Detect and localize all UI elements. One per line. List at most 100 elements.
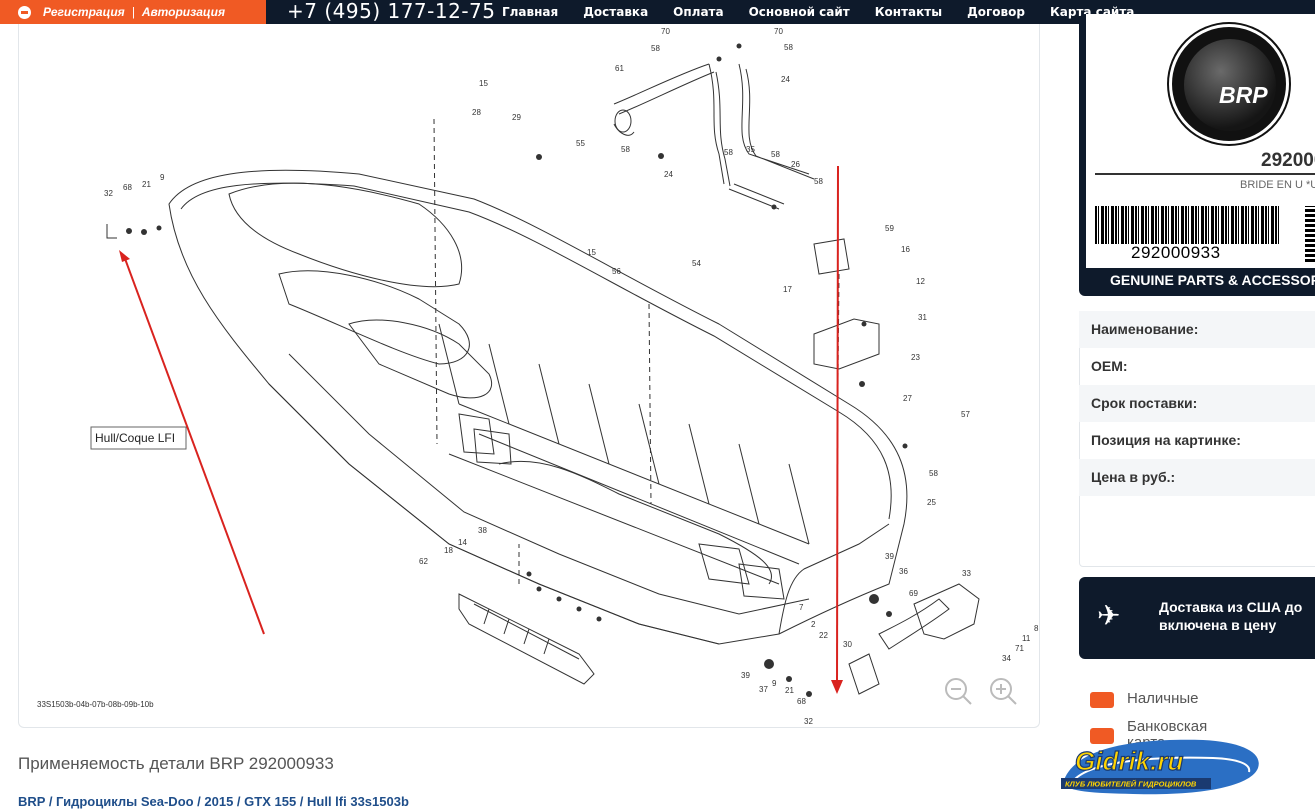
gidrik-brand: Gidrik.ru bbox=[1075, 746, 1183, 776]
svg-text:39: 39 bbox=[885, 552, 894, 561]
phone-number[interactable]: +7 (495) 177-12-75 bbox=[287, 0, 496, 23]
red-arrows bbox=[119, 165, 843, 694]
applicability-link[interactable]: BRP / Гидроциклы Sea-Doo / 2015 / GTX 15… bbox=[18, 794, 409, 809]
svg-text:57: 57 bbox=[961, 410, 970, 419]
properties-table bbox=[1079, 311, 1315, 567]
barcode-number: 292000933 bbox=[1131, 243, 1221, 262]
top-bar: Регистрация | Авторизация +7 (495) 177-1… bbox=[0, 0, 1315, 24]
brp-logo-text: BRP bbox=[1219, 82, 1268, 108]
applicability-title: Применяемость детали BRP 292000933 bbox=[18, 754, 334, 773]
svg-text:23: 23 bbox=[911, 353, 920, 362]
prop-delivery-label: Срок поставки: bbox=[1079, 385, 1315, 422]
payment-cash: Наличные bbox=[1127, 690, 1199, 707]
nav-payment[interactable]: Оплата bbox=[673, 5, 724, 19]
part-description: BRIDE EN U *U bbox=[1240, 179, 1315, 191]
register-link[interactable]: Регистрация bbox=[43, 5, 125, 19]
svg-text:33: 33 bbox=[962, 569, 971, 578]
gidrik-logo: Gidrik.ru КЛУБ ЛЮБИТЕЛЕЙ ГИДРОЦИКЛОВ bbox=[1061, 739, 1259, 795]
svg-text:21: 21 bbox=[142, 180, 151, 189]
svg-text:54: 54 bbox=[692, 259, 701, 268]
svg-text:59: 59 bbox=[885, 224, 894, 233]
svg-text:18: 18 bbox=[444, 546, 453, 555]
prop-name-label: Наименование: bbox=[1079, 311, 1315, 348]
svg-text:58: 58 bbox=[724, 148, 733, 157]
svg-text:58: 58 bbox=[651, 44, 660, 53]
svg-text:58: 58 bbox=[929, 469, 938, 478]
cash-icon bbox=[1090, 692, 1114, 708]
svg-text:58: 58 bbox=[784, 43, 793, 52]
svg-text:32: 32 bbox=[804, 717, 813, 726]
genuine-parts-label: GENUINE PARTS & ACCESSORIES bbox=[1110, 272, 1315, 288]
qr-code-icon bbox=[1305, 206, 1315, 262]
svg-text:62: 62 bbox=[419, 557, 428, 566]
svg-text:14: 14 bbox=[458, 538, 467, 547]
login-link[interactable]: Авторизация bbox=[141, 5, 226, 19]
svg-text:69: 69 bbox=[909, 589, 918, 598]
auth-separator: | bbox=[131, 5, 135, 19]
nav-contract[interactable]: Договор bbox=[967, 5, 1025, 19]
svg-text:9: 9 bbox=[160, 173, 165, 182]
svg-text:9: 9 bbox=[772, 679, 777, 688]
svg-text:61: 61 bbox=[615, 64, 624, 73]
svg-text:70: 70 bbox=[774, 27, 783, 36]
svg-text:7: 7 bbox=[799, 603, 804, 612]
nav-contacts[interactable]: Контакты bbox=[874, 5, 943, 19]
svg-text:25: 25 bbox=[927, 498, 936, 507]
svg-text:34: 34 bbox=[1002, 654, 1011, 663]
svg-text:26: 26 bbox=[791, 160, 800, 169]
svg-text:55: 55 bbox=[576, 139, 585, 148]
svg-text:21: 21 bbox=[785, 686, 794, 695]
svg-text:8: 8 bbox=[1034, 624, 1039, 633]
delivery-banner: ✈ Доставка из США до включена в цену bbox=[1079, 577, 1315, 659]
auth-box: Регистрация | Авторизация bbox=[0, 0, 266, 24]
svg-text:37: 37 bbox=[759, 685, 768, 694]
diagram-label: Hull/Coque LFI bbox=[95, 431, 175, 445]
nav-home[interactable]: Главная bbox=[502, 5, 559, 19]
zoom-in-icon[interactable] bbox=[990, 678, 1017, 705]
svg-text:68: 68 bbox=[797, 697, 806, 706]
svg-text:29: 29 bbox=[512, 113, 521, 122]
delivery-line-2: включена в цену bbox=[1159, 617, 1277, 633]
barcode-icon bbox=[1095, 206, 1279, 244]
gidrik-tagline: КЛУБ ЛЮБИТЕЛЕЙ ГИДРОЦИКЛОВ bbox=[1065, 780, 1197, 789]
svg-text:58: 58 bbox=[771, 150, 780, 159]
svg-text:39: 39 bbox=[741, 671, 750, 680]
svg-text:30: 30 bbox=[843, 640, 852, 649]
svg-text:35: 35 bbox=[746, 145, 755, 154]
svg-text:24: 24 bbox=[664, 170, 673, 179]
svg-text:58: 58 bbox=[621, 145, 630, 154]
svg-text:38: 38 bbox=[478, 526, 487, 535]
card-icon bbox=[1090, 728, 1114, 744]
svg-text:28: 28 bbox=[472, 108, 481, 117]
nav-main-site[interactable]: Основной сайт bbox=[748, 5, 850, 19]
svg-text:12: 12 bbox=[916, 277, 925, 286]
svg-text:31: 31 bbox=[918, 313, 927, 322]
svg-text:36: 36 bbox=[899, 567, 908, 576]
prop-position-label: Позиция на картинке: bbox=[1091, 432, 1241, 448]
svg-text:70: 70 bbox=[661, 27, 670, 36]
user-icon bbox=[18, 5, 31, 19]
prop-price-label: Цена в руб.: bbox=[1079, 459, 1315, 496]
part-number: 292000933 bbox=[1261, 150, 1315, 171]
prop-oem-label: OEM: bbox=[1091, 358, 1128, 374]
divider bbox=[1095, 173, 1315, 175]
svg-text:17: 17 bbox=[783, 285, 792, 294]
svg-text:71: 71 bbox=[1015, 644, 1024, 653]
nav-delivery[interactable]: Доставка bbox=[583, 5, 649, 19]
svg-text:58: 58 bbox=[814, 177, 823, 186]
svg-text:27: 27 bbox=[903, 394, 912, 403]
svg-text:15: 15 bbox=[479, 79, 488, 88]
svg-text:68: 68 bbox=[123, 183, 132, 192]
svg-text:16: 16 bbox=[901, 245, 910, 254]
brp-logo-icon bbox=[1169, 24, 1289, 144]
zoom-out-icon[interactable] bbox=[945, 678, 972, 705]
svg-text:15: 15 bbox=[587, 248, 596, 257]
main-nav: Главная Доставка Оплата Основной сайт Ко… bbox=[502, 0, 1159, 24]
svg-text:22: 22 bbox=[819, 631, 828, 640]
svg-text:56: 56 bbox=[612, 267, 621, 276]
svg-text:11: 11 bbox=[1022, 634, 1031, 643]
airplane-icon: ✈ bbox=[1097, 600, 1121, 631]
delivery-line-1: Доставка из США до bbox=[1159, 599, 1303, 615]
